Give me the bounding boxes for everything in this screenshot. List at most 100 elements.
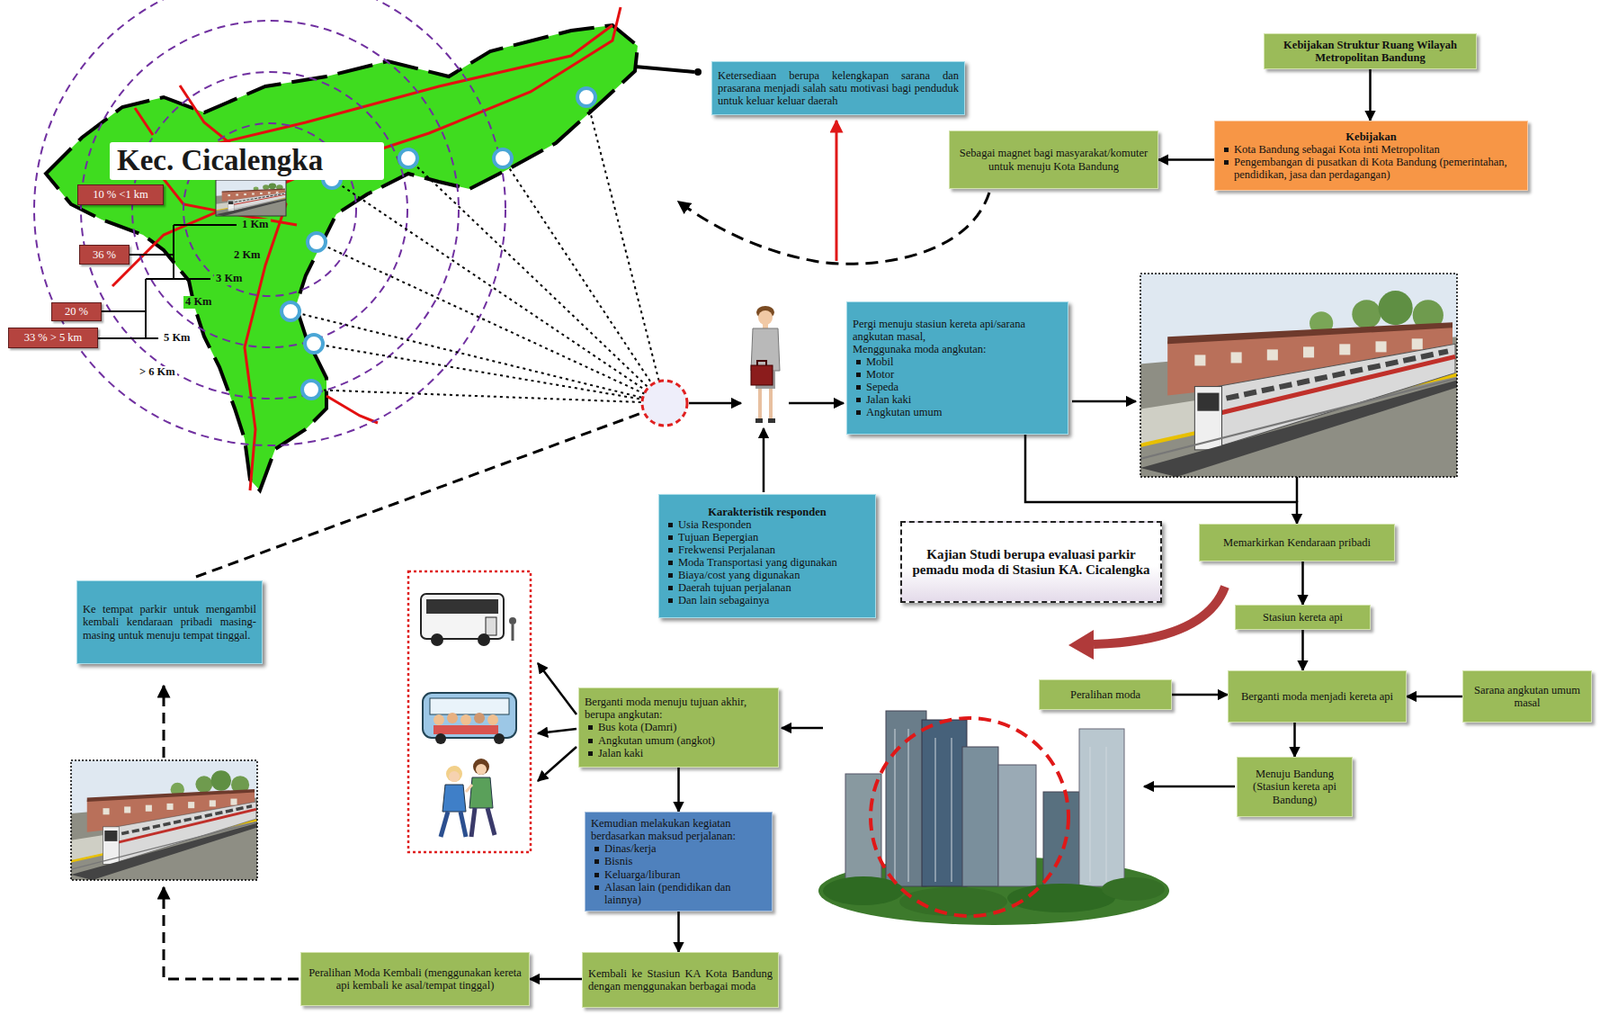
- city-illustration: [1007, 883, 1116, 912]
- connector-arrow: [677, 911, 680, 952]
- box-text: Peralihan Moda Kembali (menggunakan kere…: [306, 965, 524, 992]
- process-box: Sebagai magnet bagi masyarakat/komuter u…: [948, 130, 1159, 189]
- distance-rings: [34, 0, 506, 446]
- connector-arrow: [1158, 158, 1215, 161]
- bullet-marker: [594, 872, 599, 877]
- bullet-item: Mobil: [852, 355, 1063, 368]
- walking-people-picture: [440, 758, 495, 837]
- box-heading: Karakteristik responden: [664, 505, 870, 519]
- transport-mode-frame: [408, 571, 531, 852]
- note-box: Ketersediaan berupa kelengkapan sarana d…: [711, 61, 966, 116]
- city-illustration: [951, 737, 953, 882]
- bullet-item: Sepeda: [852, 380, 1063, 394]
- connector-arrow: [1171, 693, 1228, 697]
- percent-box: 20 %: [51, 302, 102, 322]
- process-box: Memarkirkan Kendaraan pribadi: [1198, 523, 1395, 562]
- walking-people-picture: [440, 811, 448, 837]
- distance-label: 3 Km: [214, 272, 245, 286]
- bullet-marker: [856, 410, 861, 415]
- city-illustration: [908, 728, 910, 882]
- process-box: Sarana angkutan umum masal: [1462, 670, 1592, 723]
- angkot-picture: [422, 692, 517, 738]
- process-box: Kembali ke Stasiun KA Kota Bandung denga…: [581, 951, 779, 1008]
- bullet-text: Angkutan umum: [866, 405, 1063, 419]
- bullet-item: Usia Responden: [664, 518, 870, 531]
- angkot-picture: [473, 712, 485, 724]
- road-lines: [326, 395, 378, 423]
- station-link: [331, 178, 665, 403]
- station-link: [313, 343, 665, 403]
- walking-people-picture: [460, 811, 466, 837]
- box-text: Sebagai magnet bagi masyarakat/komuter u…: [955, 146, 1153, 172]
- process-box: Pergi menuju stasiun kereta api/sarana a…: [846, 301, 1069, 435]
- bullet-item: Daerah tujuan perjalanan: [664, 581, 870, 594]
- station-marker: [399, 149, 418, 168]
- distance-bracket: [144, 278, 147, 339]
- distance-bracket: [101, 310, 146, 313]
- station-photo: [215, 179, 287, 216]
- box-text: Berganti moda menjadi kereta api: [1233, 689, 1401, 703]
- bullet-marker: [588, 750, 593, 756]
- bus-picture: [477, 633, 491, 646]
- policy-box: KebijakanKota Bandung sebagai Kota inti …: [1214, 120, 1529, 191]
- bus-picture: [430, 633, 444, 646]
- policy-title-box: Kebijakan Struktur Ruang Wilayah Metropo…: [1263, 33, 1477, 70]
- bullet-text: Kota Bandung sebagai Kota inti Metropoli…: [1233, 143, 1522, 156]
- bullet-text: Mobil: [866, 355, 1063, 368]
- distance-rings: [34, 0, 506, 446]
- station-link: [586, 97, 665, 403]
- bullet-item: Dinas/kerja: [590, 841, 767, 855]
- bullet-marker: [856, 397, 861, 403]
- process-box: Stasiun kereta api: [1234, 604, 1371, 630]
- bullet-marker: [668, 522, 673, 528]
- bullet-text: Moda Transportasi yang digunakan: [678, 555, 870, 569]
- bullet-text: Bus kota (Damri): [598, 720, 773, 733]
- flow-arrow: [1072, 400, 1136, 403]
- percent-box: 10 % <1 km: [77, 184, 164, 206]
- feedback-arrow: [678, 192, 990, 264]
- commuter-figure: [750, 328, 780, 371]
- station-marker: [577, 88, 596, 107]
- connector-arrow: [529, 977, 582, 981]
- bullet-item: Keluarga/liburan: [590, 867, 767, 881]
- bullet-text: Jalan kaki: [598, 746, 773, 760]
- box-text: Kebijakan Struktur Ruang Wilayah Metropo…: [1269, 38, 1471, 64]
- motivation-arrow: [836, 120, 838, 261]
- walking-people-picture: [465, 784, 473, 792]
- city-illustration: [1101, 876, 1165, 901]
- commuter-figure: [758, 310, 773, 325]
- station-link: [316, 241, 665, 403]
- station-marker: [493, 149, 512, 168]
- bullet-item: Kota Bandung sebagai Kota inti Metropoli…: [1220, 143, 1522, 156]
- connector-arrow: [1406, 695, 1463, 698]
- boundary-road: [694, 68, 702, 76]
- process-box: Menuju Bandung (Stasiun kereta api Bandu…: [1236, 756, 1353, 817]
- angkot-picture: [493, 732, 505, 744]
- angkot-picture: [446, 712, 458, 724]
- angkot-picture: [487, 714, 499, 725]
- station-photo: [215, 179, 287, 216]
- bullet-item: Dan lain sebagainya: [664, 593, 870, 607]
- station-platform-picture: [1140, 273, 1457, 477]
- commuter-figure: [757, 360, 767, 366]
- box-text: Sarana angkutan umum masal: [1468, 683, 1586, 709]
- flow-arrow: [537, 728, 577, 733]
- flow-arrow: [688, 402, 742, 405]
- station-marker: [304, 334, 323, 353]
- district-map: [45, 25, 638, 491]
- bullet-text: Dan lain sebagainya: [678, 593, 870, 607]
- distance-bracket: [129, 253, 174, 256]
- bullet-text: Daerah tujuan perjalanan: [678, 581, 870, 594]
- box-text: Peralihan moda: [1045, 688, 1166, 701]
- flow-line: [1296, 476, 1299, 502]
- distance-bracket: [145, 277, 211, 280]
- bus-picture: [426, 598, 499, 614]
- box-text: Menggunaka moda angkutan:: [852, 342, 1063, 356]
- flow-arrow: [781, 726, 823, 730]
- commuter-figure: [750, 365, 773, 385]
- bullet-marker: [1224, 147, 1229, 152]
- distance-rings: [132, 71, 408, 348]
- box-text: 36 %: [83, 248, 126, 261]
- walking-people-picture: [469, 777, 493, 808]
